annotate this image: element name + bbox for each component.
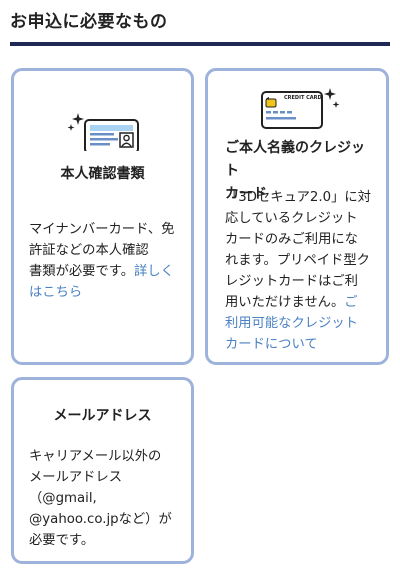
credit-card-icon: CREDIT CARD	[256, 86, 341, 131]
details-link[interactable]: 詳しく	[134, 264, 174, 279]
section-divider	[10, 42, 390, 46]
card-email-address: メールアドレス キャリアメール以外の メールアドレス （@gmail, @yah…	[11, 377, 194, 564]
card-description: マイナンバーカード、免 許証などの本人確認 書類が必要です。詳しく はこちら	[29, 219, 181, 303]
card-id-documents: 本人確認書類 マイナンバーカード、免 許証などの本人確認 書類が必要です。詳しく…	[11, 68, 194, 365]
available-cards-link-cont[interactable]: 利用可能なクレジット	[225, 316, 358, 331]
available-cards-link-end[interactable]: カードについて	[225, 337, 318, 352]
section-title: お申込に必要なもの	[10, 12, 168, 32]
id-card-icon	[64, 111, 144, 154]
details-link-cont[interactable]: はこちら	[29, 285, 83, 300]
card-credit-card: CREDIT CARD ご本人名義のクレジット カード 「3Dセキュア2.0」に…	[205, 68, 389, 365]
card-icon-label: CREDIT CARD	[284, 95, 322, 101]
card-title: メールアドレス	[53, 408, 152, 424]
card-title: ご本人名義のクレジット カード	[225, 140, 365, 202]
card-description: 「3Dセキュア2.0」に対 応しているクレジット カードのみご利用にな れます。…	[225, 187, 377, 355]
card-description: キャリアメール以外の メールアドレス （@gmail, @yahoo.co.jp…	[29, 449, 172, 548]
available-cards-link[interactable]: ご	[344, 295, 358, 310]
card-title: 本人確認書類	[60, 166, 145, 182]
